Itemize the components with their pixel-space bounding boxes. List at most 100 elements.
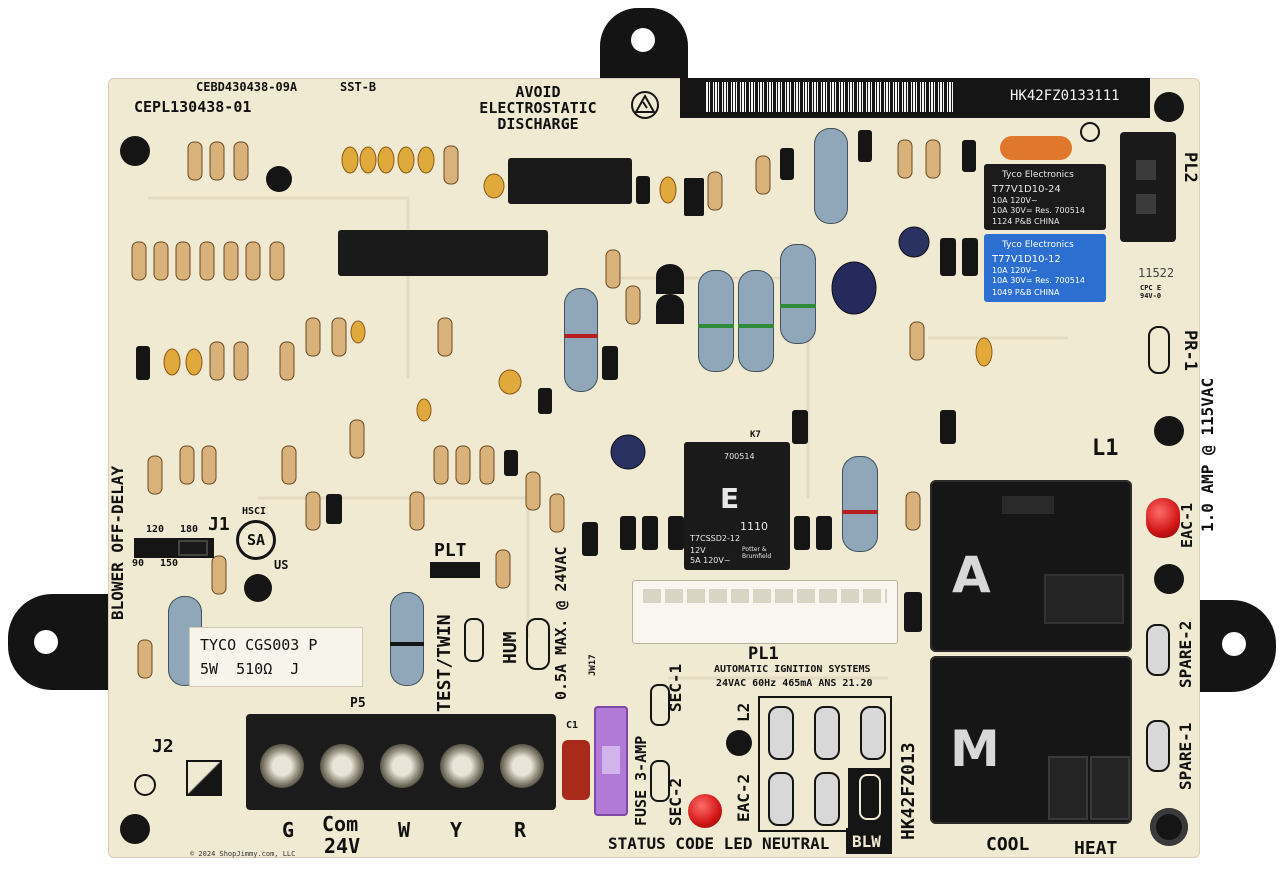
l2-label: L2	[734, 702, 753, 722]
spade-terminal	[814, 772, 840, 826]
pl2-label: PL2	[1180, 152, 1200, 183]
plt-header[interactable]	[430, 562, 480, 578]
relay-brand: Tyco Electronics	[1002, 170, 1074, 180]
terminal-screw	[320, 744, 364, 788]
mounting-hole	[631, 28, 655, 52]
resistor-band	[842, 510, 878, 514]
terminal-24v: 24V	[324, 834, 361, 858]
relay-a-tab	[1002, 496, 1054, 514]
resistor-band	[780, 304, 816, 308]
ignition-line2: 24VAC 60Hz 465mA ANS 21.20	[716, 678, 873, 689]
relay-a-letter: A	[952, 546, 991, 604]
resistor-band	[698, 324, 734, 328]
relay-m-letter: M	[950, 720, 1000, 778]
k7-letter: E	[720, 482, 740, 515]
fuse-label: FUSE 3-AMP	[632, 735, 650, 826]
power-resistor	[738, 270, 774, 372]
j1-label: J1	[208, 514, 230, 535]
amp-rating-label: 1.0 AMP @ 115VAC	[1198, 377, 1217, 532]
ignition-line1: AUTOMATIC IGNITION SYSTEMS	[714, 664, 871, 675]
relay-m: M	[930, 656, 1132, 824]
connector-pin	[1136, 160, 1156, 180]
relay-k7: 700514 E 1110 T7CSSD2-12 12V 5A 120V~ Po…	[684, 442, 790, 570]
j1-pos-90: 90	[132, 558, 145, 569]
k7-label: K7	[750, 430, 761, 440]
top-code-label: CEBD430438-09A	[196, 80, 298, 94]
p5-terminal-block	[246, 714, 556, 810]
pl1-connector	[632, 580, 898, 644]
resistor-band	[738, 324, 774, 328]
pr1-clip	[1148, 326, 1170, 374]
relay-brand: Tyco Electronics	[1002, 240, 1074, 250]
p5-label: P5	[350, 696, 366, 711]
jumper-shunt[interactable]	[178, 540, 208, 556]
blower-off-delay-label: BLOWER OFF-DELAY	[108, 465, 127, 620]
j1-pos-180: 180	[180, 524, 199, 535]
spare2-label: SPARE-2	[1176, 620, 1195, 688]
capacitor-c1	[562, 740, 590, 800]
terminal-r: R	[514, 818, 527, 842]
cpc-mark: CPC E 94V-0	[1140, 284, 1162, 300]
power-resistor	[390, 592, 424, 686]
ic-chip-u1	[338, 230, 548, 276]
eac2-label: EAC-2	[734, 773, 753, 822]
barcode-bars	[706, 82, 956, 112]
cool-terminal	[1048, 756, 1088, 820]
esd-symbol-icon	[631, 91, 659, 119]
esd-warning: AVOID ELECTROSTATIC DISCHARGE	[479, 83, 597, 133]
neutral-terminal-block	[758, 696, 892, 832]
copyright-label: © 2024 ShopJimmy.com, LLC	[190, 850, 296, 858]
csa-letters: SA	[247, 531, 266, 549]
cepl-label: CEPL130438-01	[134, 98, 252, 116]
screw-hole	[1154, 416, 1184, 446]
screw-hole	[1154, 564, 1184, 594]
terminal-com: Com	[322, 812, 359, 836]
spade-terminal	[860, 706, 886, 760]
power-resistor	[564, 288, 598, 392]
relay-rating1: 10A 120V~	[992, 266, 1038, 275]
left-mounting-tab	[8, 594, 118, 690]
fuse-rating-label: 0.5A MAX. @ 24VAC	[552, 546, 570, 700]
terminal-y: Y	[450, 818, 463, 842]
screw-hole	[244, 574, 272, 602]
screw-hole	[266, 166, 292, 192]
spade-terminal	[814, 706, 840, 760]
neutral-label: NEUTRAL	[762, 834, 830, 853]
j2-jumper[interactable]	[186, 760, 222, 796]
relay-code: 1124 P&B CHINA	[992, 217, 1060, 226]
k7-date: 1110	[740, 520, 768, 533]
relay-orange: Tyco Electronics T77V1D10-24 10A 120V~ 1…	[984, 164, 1106, 230]
csa-logo: SA	[236, 520, 276, 560]
target-mark	[1080, 122, 1100, 142]
spade-terminal	[768, 706, 794, 760]
relay-rating2: 10A 30V= Res. 700514	[992, 206, 1086, 215]
mounting-hole	[1222, 632, 1246, 656]
cool-label: COOL	[986, 834, 1030, 855]
hsci-label: HSCI	[242, 506, 267, 517]
l1-label: L1	[1092, 436, 1119, 461]
sec1-terminal	[650, 684, 670, 726]
screw-hole	[726, 730, 752, 756]
spare1-terminal	[1146, 720, 1170, 772]
blw-label-box: BLW	[846, 828, 892, 854]
screw-hole	[120, 814, 150, 844]
j1-jumper-header[interactable]	[134, 538, 214, 558]
terminal-g: G	[282, 818, 295, 842]
us-label: US	[274, 558, 289, 572]
model-vertical-label: HK42FZ013	[898, 742, 919, 840]
j1-pos-150: 150	[160, 558, 179, 569]
test-twin-label: TEST/TWIN	[434, 614, 455, 712]
power-resistor	[780, 244, 816, 344]
resistor-band	[564, 334, 598, 338]
hum-terminal	[526, 618, 550, 670]
heat-label: HEAT	[1074, 838, 1118, 859]
heat-terminal	[1090, 756, 1130, 820]
relay-code: 1049 P&B CHINA	[992, 288, 1060, 297]
pr1-label: PR-1	[1180, 330, 1200, 371]
blw-label: BLW	[852, 832, 881, 851]
sec2-terminal	[650, 760, 670, 802]
relay-rating1: 10A 120V~	[992, 196, 1038, 205]
eac1-led	[1146, 498, 1180, 538]
top-mounting-tab	[600, 8, 688, 88]
spare2-terminal	[1146, 624, 1170, 676]
